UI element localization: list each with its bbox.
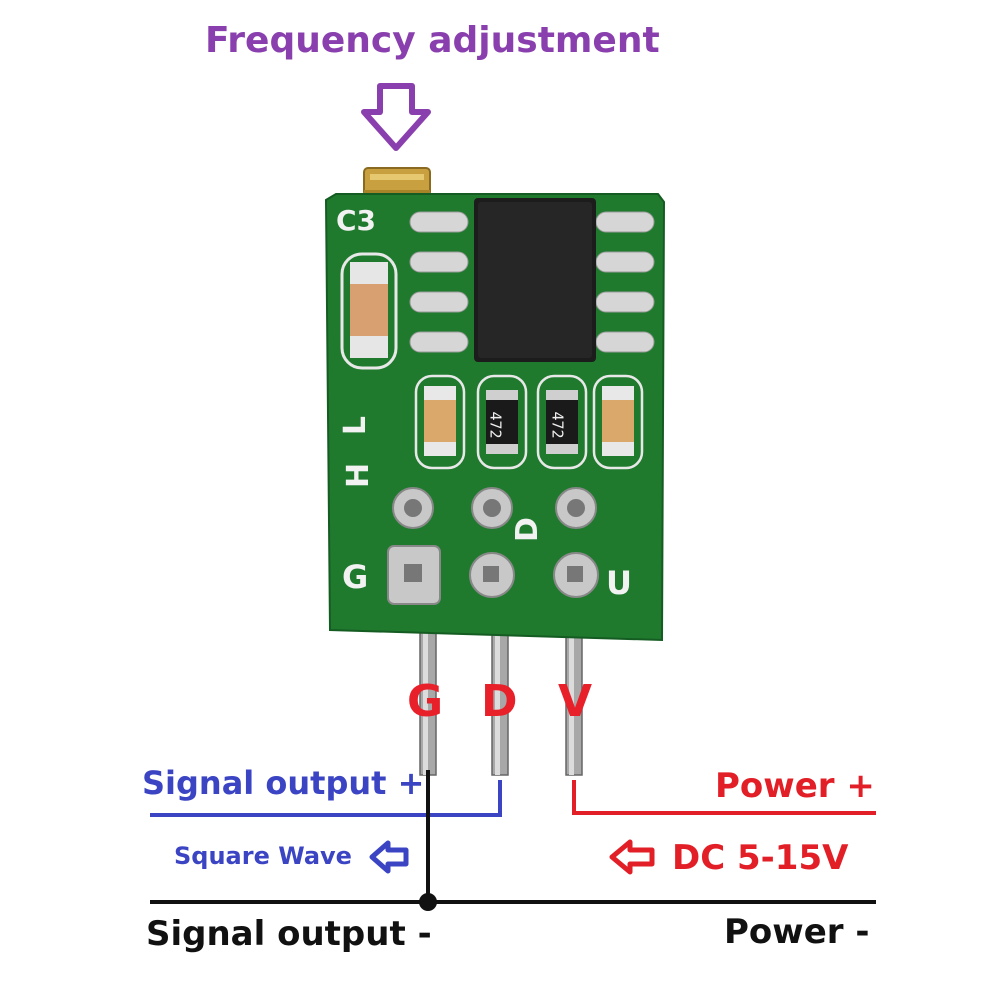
silkscreen-l: L bbox=[338, 415, 374, 436]
resistor-2-code: 472 bbox=[548, 411, 567, 439]
down-arrow-icon bbox=[361, 83, 431, 151]
smd-components bbox=[414, 374, 644, 470]
square-wave-label: Square Wave bbox=[174, 842, 352, 870]
power-plus-label: Power + bbox=[715, 766, 875, 806]
header-pins bbox=[419, 624, 583, 776]
ic-chip bbox=[409, 198, 655, 362]
silkscreen-d: D bbox=[509, 517, 545, 542]
power-minus-label: Power - bbox=[724, 912, 870, 952]
signal-output-minus-label: Signal output - bbox=[146, 914, 432, 954]
dc-range-label: DC 5-15V bbox=[672, 838, 849, 878]
pin-label-g: G bbox=[407, 676, 444, 727]
junction-dot bbox=[419, 893, 437, 911]
silkscreen-c3: C3 bbox=[336, 204, 377, 237]
silkscreen-u: U bbox=[606, 564, 632, 602]
signal-plus-wire bbox=[150, 780, 502, 817]
signal-output-plus-label: Signal output + bbox=[142, 764, 425, 802]
square-wave-arrow-icon bbox=[369, 840, 409, 874]
pin-label-d: D bbox=[481, 676, 518, 727]
resistor-1-code: 472 bbox=[486, 411, 505, 439]
frequency-adjustment-title: Frequency adjustment bbox=[205, 20, 660, 61]
pin-label-v: V bbox=[558, 676, 593, 727]
power-plus-wire bbox=[572, 780, 876, 815]
ground-wire bbox=[150, 770, 876, 911]
through-holes bbox=[387, 487, 599, 605]
silkscreen-g: G bbox=[342, 558, 369, 596]
silkscreen-h: H bbox=[341, 462, 377, 489]
dc-input-arrow-icon bbox=[609, 839, 655, 875]
